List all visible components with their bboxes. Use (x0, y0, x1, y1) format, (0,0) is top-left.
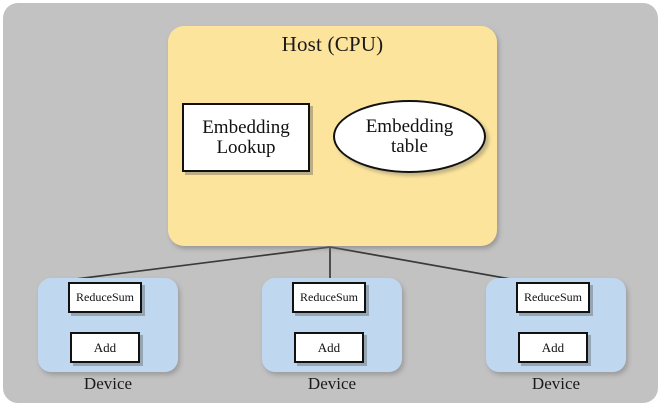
op-add-3-label: Add (541, 339, 565, 355)
op-reducesum-2-label: ReduceSum (300, 290, 358, 304)
op-add-3: Add (518, 332, 588, 363)
device-group-1: ReduceSum Add (38, 278, 178, 372)
op-reducesum-1-label: ReduceSum (76, 290, 134, 304)
op-reducesum-1: ReduceSum (68, 282, 142, 313)
device-label-1: Device (83, 374, 133, 393)
device-label-3: Device (531, 374, 581, 393)
op-add-2-label: Add (317, 339, 341, 355)
node-embedding-lookup: Embedding Lookup (182, 103, 310, 172)
op-reducesum-3-label: ReduceSum (524, 290, 582, 304)
op-add-1: Add (70, 332, 140, 363)
op-reducesum-2: ReduceSum (292, 282, 366, 313)
device-label-2: Device (307, 374, 357, 393)
op-reducesum-3: ReduceSum (516, 282, 590, 313)
host-cpu-label: Host (CPU) (281, 32, 384, 56)
node-embedding-table-label: Embedding table (365, 115, 454, 157)
node-embedding-lookup-label: Embedding Lookup (202, 116, 290, 158)
device-group-2: ReduceSum Add (262, 278, 402, 372)
op-add-1-label: Add (93, 339, 117, 355)
op-add-2: Add (294, 332, 364, 363)
device-group-3: ReduceSum Add (486, 278, 626, 372)
node-embedding-table: Embedding table (333, 100, 486, 173)
